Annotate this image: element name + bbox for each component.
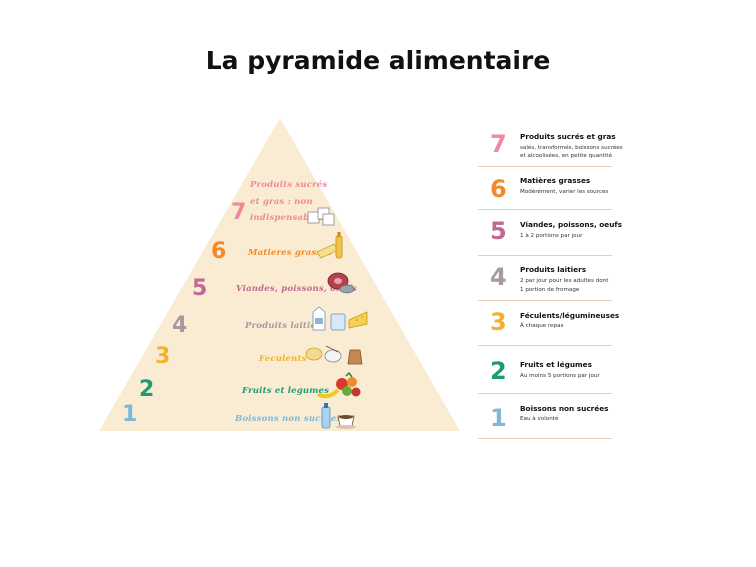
butter-oil-icon <box>316 232 343 259</box>
page-title: La pyramide alimentaire <box>205 46 551 75</box>
legend-number-6: 6 <box>490 175 507 203</box>
sugar-cubes-icon <box>307 207 335 226</box>
pyramid-label-1: Boissons non sucrees <box>235 414 342 424</box>
pyramid-label-2: Fruits et legumes <box>242 386 330 396</box>
legend-separator <box>478 209 612 210</box>
legend-desc-4b: 1 portion de fromage <box>520 287 580 293</box>
legend-number-3: 3 <box>490 308 507 336</box>
legend-number-1: 1 <box>490 404 507 432</box>
starch-icon <box>305 345 363 365</box>
drinks-icon <box>321 403 356 429</box>
pyramid-number-4: 4 <box>172 313 188 338</box>
legend-desc-1: Eau à volonté <box>520 416 559 422</box>
legend-number-5: 5 <box>490 217 507 245</box>
legend-desc-4a: 2 par jour pour les adultes dont <box>520 278 609 284</box>
pyramid-label-7-line3: indispensables <box>250 213 324 223</box>
pyramid-label-4: Produits laitiers <box>245 321 326 331</box>
legend-desc-2: Au moins 5 portions par jour <box>520 373 600 379</box>
pyramid-number-5: 5 <box>192 276 208 301</box>
legend-separator <box>478 166 612 167</box>
pyramid-label-3: Feculents <box>259 354 307 364</box>
legend-name-3: Féculents/légumineuses <box>520 311 620 320</box>
pyramid-label-7-line1: Produits sucrés <box>250 180 328 190</box>
meat-fish-icon <box>327 272 355 294</box>
legend-separator <box>478 300 612 301</box>
legend-separator <box>478 438 612 439</box>
legend-number-4: 4 <box>490 263 507 291</box>
legend-desc-7a: salés, transformés, boissons sucrées <box>520 145 623 151</box>
pyramid-number-2: 2 <box>139 377 155 402</box>
legend-separator <box>478 255 612 256</box>
legend-number-2: 2 <box>490 357 507 385</box>
legend-desc-6: Modérément, varier les sources <box>520 189 609 195</box>
pyramid-label-6: Matieres grasses <box>248 248 333 258</box>
legend-desc-3: À chaque repas <box>520 323 564 329</box>
pyramid-label-7-line2: et gras : non <box>250 197 313 207</box>
dairy-icon <box>312 306 368 331</box>
pyramid-number-7: 7 <box>231 200 247 225</box>
legend-number-7: 7 <box>490 130 507 158</box>
legend-name-4: Produits laitiers <box>520 265 587 274</box>
pyramid-number-1: 1 <box>122 402 138 427</box>
fruits-vegetables-icon <box>316 372 361 399</box>
legend-name-5: Viandes, poissons, oeufs <box>520 220 622 229</box>
legend-name-1: Boissons non sucrées <box>520 404 609 413</box>
legend-desc-7b: et alcoolisées, en petite quantité <box>520 153 613 159</box>
legend-name-2: Fruits et légumes <box>520 360 592 369</box>
legend-separator <box>478 345 612 346</box>
pyramid-number-6: 6 <box>211 239 227 264</box>
legend-desc-5: 1 à 2 portions par jour <box>520 233 583 239</box>
pyramid-number-3: 3 <box>155 344 171 369</box>
pyramid-shape <box>99 118 460 431</box>
legend-separator <box>478 393 612 394</box>
pyramid-label-5: Viandes, poissons, oeufs <box>236 284 357 294</box>
legend-name-7: Produits sucrés et gras <box>520 132 616 141</box>
legend-name-6: Matières grasses <box>520 176 591 185</box>
